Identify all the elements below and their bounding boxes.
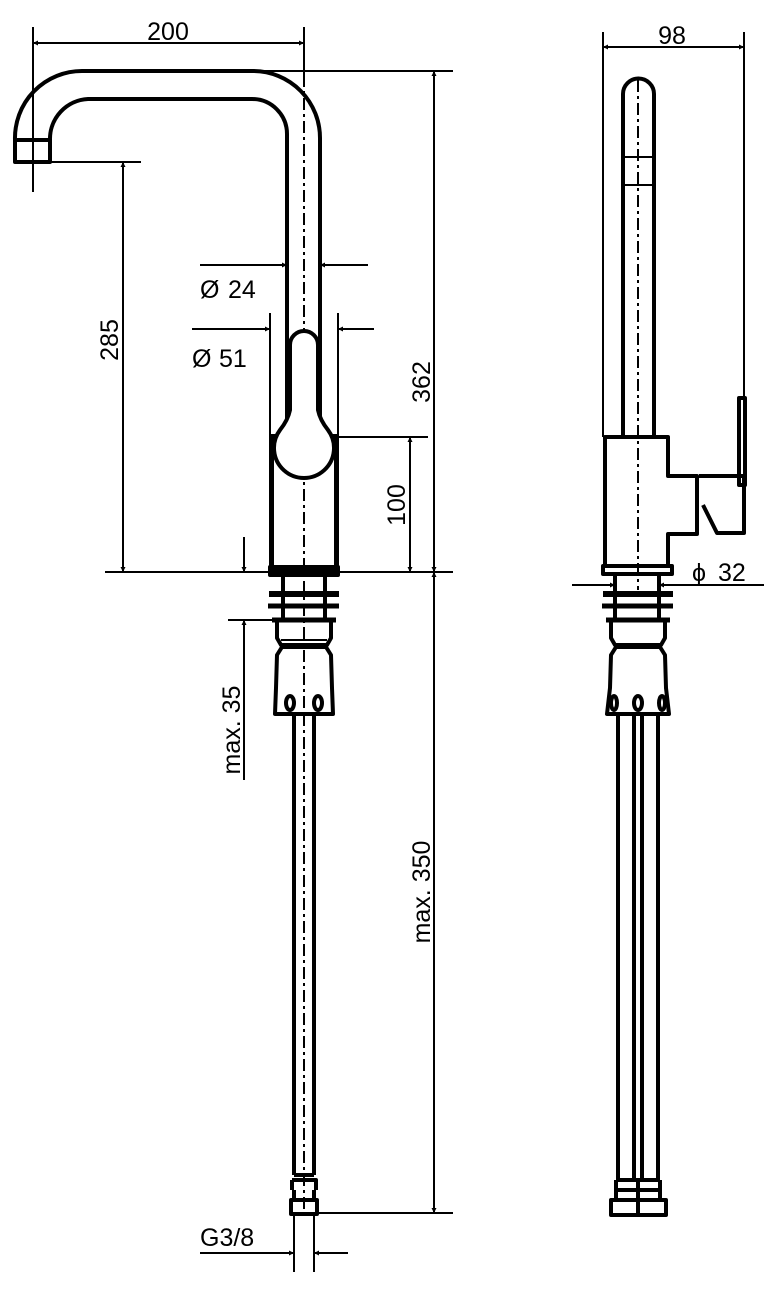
side-body: [603, 435, 699, 568]
dim-mount-hole-diameter: 32: [718, 559, 746, 587]
dim-body-height: 100: [383, 484, 411, 526]
diameter-symbol-side: ϕ: [692, 559, 706, 587]
side-lever: [699, 474, 746, 535]
dim-max-deck-thickness: max. 35: [218, 686, 246, 775]
dim-side-depth: 98: [658, 22, 686, 50]
dim-spout-height: 285: [96, 319, 124, 361]
spout-inner: [47, 97, 289, 437]
spout-outer: [12, 69, 322, 437]
front-dimensions: 200 362 285 100 Ø 24 Ø 51 max. 35 max. 3…: [32, 18, 453, 1256]
diameter-symbol: Ø: [200, 276, 219, 304]
lever-handle: [272, 329, 336, 480]
hose-nut: [289, 1198, 319, 1216]
side-spout: [621, 76, 656, 437]
dim-total-height: 362: [408, 361, 436, 403]
dim-body-diameter: 51: [219, 345, 247, 373]
front-view: [12, 69, 340, 1272]
side-lever-plate: [737, 396, 747, 487]
diameter-symbol: Ø: [192, 345, 211, 373]
mounting-nut: [273, 645, 335, 716]
dim-spout-reach: 200: [147, 18, 189, 46]
dim-thread: G3/8: [200, 1224, 254, 1252]
hose-fitting: [290, 1173, 318, 1200]
side-dimensions: 98 ϕ 32: [572, 22, 764, 588]
dim-tube-diameter: 24: [228, 276, 256, 304]
dim-hose-length: max. 350: [408, 841, 436, 944]
side-view: [601, 76, 747, 1217]
